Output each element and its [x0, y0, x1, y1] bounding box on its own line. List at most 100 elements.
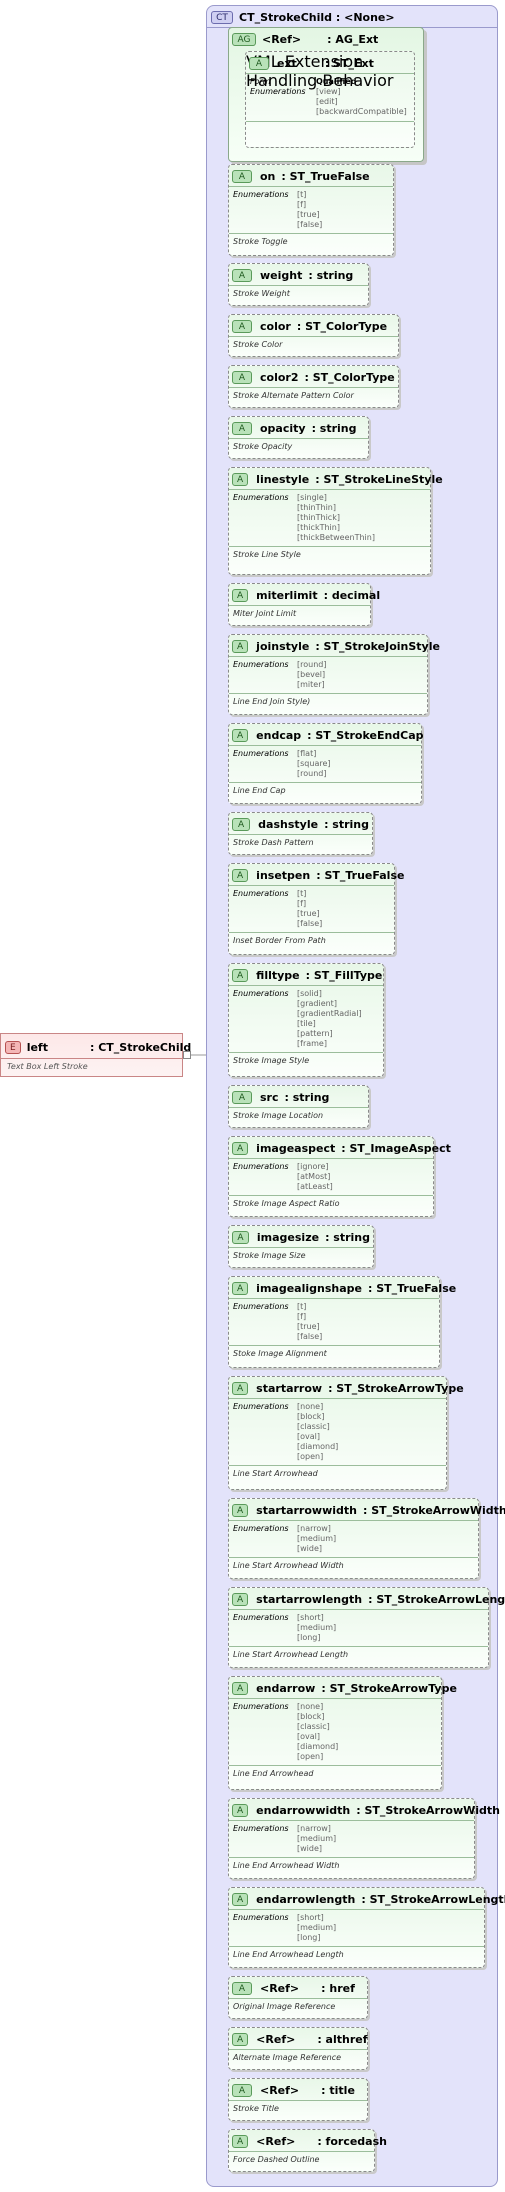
enum-value: [square] — [297, 759, 331, 768]
attribute-badge: A — [232, 1803, 249, 1817]
expand-connector-icon[interactable] — [183, 1051, 191, 1059]
attribute-badge: A — [232, 421, 252, 435]
attribute-enum-list: [short][medium][long] — [297, 1913, 336, 1943]
attribute-name: endarrowwidth — [256, 1803, 351, 1817]
attribute-name: linestyle — [256, 472, 310, 486]
attribute-badge: A — [232, 319, 252, 333]
attribute-badge: A — [232, 817, 251, 831]
attribute-type: : ST_ColorType — [304, 370, 395, 384]
attribute-divider — [229, 1909, 484, 1910]
enum-value: [block] — [297, 1712, 325, 1721]
enum-value: [diamond] — [297, 1442, 339, 1451]
enum-value: [wide] — [297, 1544, 323, 1553]
attribute-header: A<Ref>: althref — [232, 2031, 368, 2047]
enum-value: [diamond] — [297, 1742, 339, 1751]
attribute-enum-list: [flat][square][round] — [297, 749, 331, 779]
attribute-name: insetpen — [256, 868, 311, 882]
attribute-divider — [229, 1820, 474, 1821]
attribute-type: : decimal — [323, 588, 381, 602]
attribute-badge: A — [232, 588, 249, 602]
enum-value: [none] — [297, 1402, 324, 1411]
element-left[interactable]: E left : CT_StrokeChild Text Box Left St… — [0, 1033, 191, 1077]
attribute-doc: Stroke Alternate Pattern Color — [233, 391, 354, 400]
attribute-divider — [229, 1998, 367, 1999]
attribute-enum-list: [none][block][classic][oval][diamond][op… — [297, 1402, 338, 1462]
attribute-enum-list: [ignore][atMost][atLeast] — [297, 1162, 333, 1192]
attribute-enum-label: Enumerations — [233, 1702, 289, 1711]
attribute-name: imagealignshape — [256, 1281, 362, 1295]
attribute-divider — [229, 1298, 439, 1299]
attribute-divider — [229, 2151, 374, 2152]
enum-value: [classic] — [297, 1422, 330, 1431]
attribute-divider — [229, 656, 427, 657]
attribute-doc: Stroke Color — [233, 340, 283, 349]
enum-value: [solid] — [297, 989, 322, 998]
enum-value: [tile] — [297, 1019, 316, 1028]
enum-value: [thinThin] — [297, 503, 336, 512]
attribute-doc: Stroke Title — [233, 2104, 279, 2113]
attribute-doc: Line Start Arrowhead Width — [233, 1561, 344, 1570]
attribute-doc: Inset Border From Path — [233, 936, 326, 945]
enum-value: [false] — [297, 919, 323, 928]
complex-type-title: CT_StrokeChild : <None> — [239, 10, 395, 24]
enum-value: [gradientRadial] — [297, 1009, 362, 1018]
attribute-divider — [229, 745, 421, 746]
attribute-badge: A — [232, 1892, 249, 1906]
attribute-divider — [229, 885, 394, 886]
attribute-ext-form-label: Form — [250, 77, 271, 86]
attribute-divider — [229, 834, 372, 835]
attribute-name: color — [260, 319, 291, 333]
attribute-doc-divider — [229, 932, 394, 933]
attribute-group-badge: AG — [232, 32, 256, 46]
attribute-name: endcap — [256, 728, 302, 742]
attribute-doc-divider — [229, 1646, 488, 1647]
attribute-divider — [229, 1398, 446, 1399]
enum-value: [short] — [297, 1913, 324, 1922]
attribute-ext-name: ext — [277, 56, 297, 70]
attribute-ext-enum-list: [view] [edit] [backwardCompatible] — [316, 87, 407, 117]
attribute-enum-label: Enumerations — [233, 493, 289, 502]
attribute-doc-divider — [229, 1857, 474, 1858]
attribute-type: : ST_TrueFalse — [316, 868, 405, 882]
attribute-enum-label: Enumerations — [233, 989, 289, 998]
attribute-header: A<Ref>: href — [232, 1980, 364, 1996]
attribute-ext[interactable]: A ext : ST_Ext Form Qualified Enumeratio… — [245, 51, 415, 148]
enum-value: [open] — [297, 1452, 324, 1461]
attribute-type: : ST_StrokeArrowWidth — [356, 1803, 500, 1817]
attribute-name: <Ref> — [260, 1981, 300, 1995]
attribute-badge: A — [232, 728, 249, 742]
attribute-enum-list: [round][bevel][miter] — [297, 660, 326, 690]
attribute-badge: A — [232, 169, 252, 183]
